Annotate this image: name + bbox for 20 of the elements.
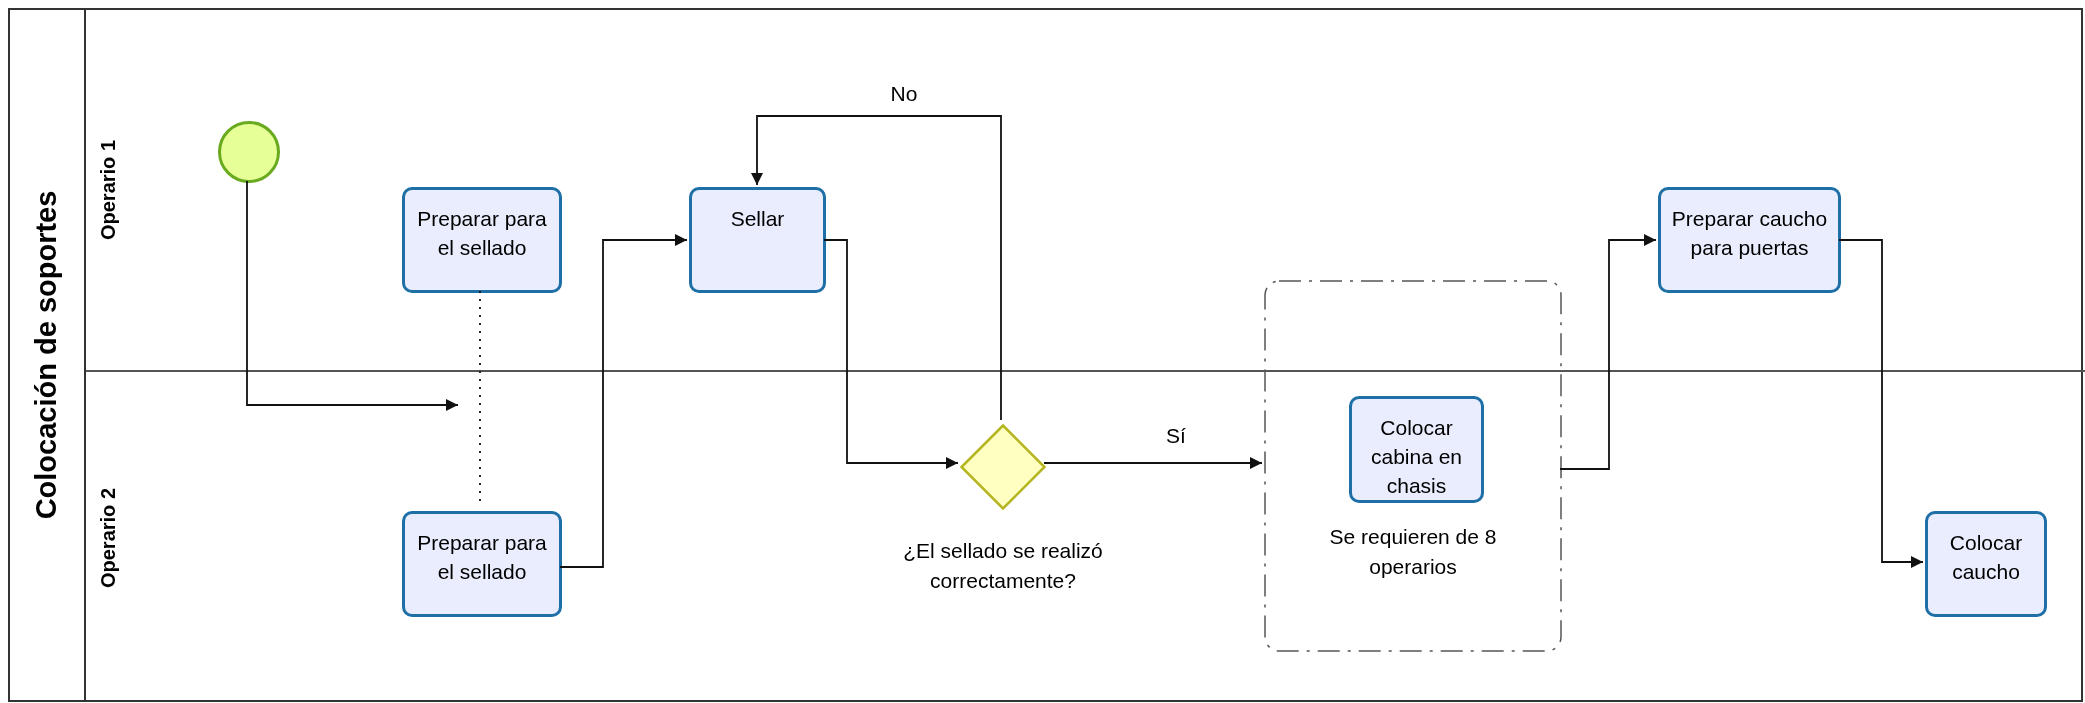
gateway-caption: ¿El sellado se realizó correctamente? xyxy=(902,538,1104,594)
task-box: Colocar caucho xyxy=(1925,511,2047,617)
gateway-diamond xyxy=(960,424,1046,510)
arrow xyxy=(1043,457,1263,469)
lane-label: Operario 2 xyxy=(96,488,120,588)
lane-label: Operario 1 xyxy=(96,140,120,240)
task-box: Preparar caucho para puertas xyxy=(1658,187,1841,293)
task-box: Sellar xyxy=(689,187,826,293)
task-box: Preparar para el sellado xyxy=(402,187,562,293)
arrow xyxy=(823,239,959,469)
group-note: Se requieren de 8 operarios xyxy=(1328,524,1498,580)
task-box: Colocar cabina en chasis xyxy=(1349,396,1484,503)
arrow xyxy=(246,180,459,411)
arrow xyxy=(559,234,688,568)
group-box xyxy=(1264,280,1562,652)
task-box: Preparar para el sellado xyxy=(402,511,562,617)
arrow xyxy=(751,115,1002,421)
arrow xyxy=(1559,234,1657,470)
arrow xyxy=(1838,239,1924,568)
pool-title: Colocación de soportes xyxy=(29,190,64,520)
